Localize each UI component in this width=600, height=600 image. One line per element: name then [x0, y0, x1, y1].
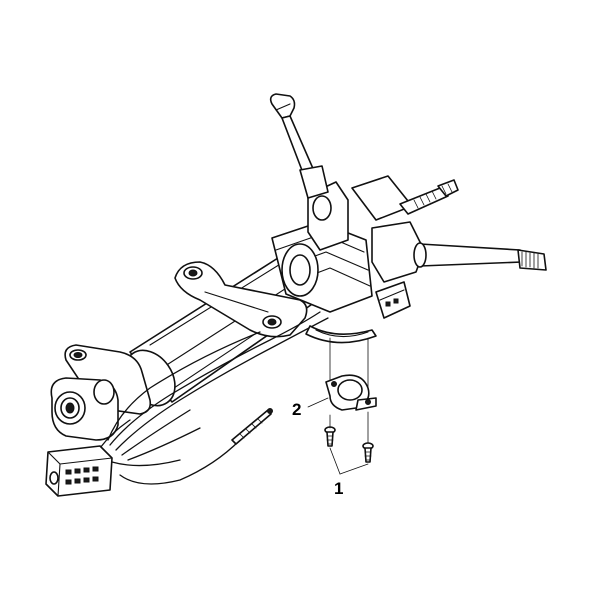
- upper-mounting-bracket: [174, 261, 308, 338]
- column-switch-housing: [271, 181, 373, 313]
- screws-item-1: [324, 411, 374, 463]
- callout-leaders: [307, 397, 369, 475]
- turn-signal-stalk-upper: [351, 175, 459, 221]
- wiper-switch-stalk: [269, 93, 329, 199]
- mounting-bracket-item-2: [325, 374, 377, 411]
- headlamp-switch-stalk: [371, 221, 547, 283]
- switch-connector: [375, 281, 411, 319]
- callout-1-label: 1: [334, 479, 343, 498]
- electrical-connector: [45, 445, 113, 497]
- callout-2-label: 2: [292, 400, 301, 419]
- wiring-harness: [99, 311, 329, 485]
- clock-spring-clip: [305, 325, 377, 344]
- lead-wire-probe: [231, 408, 273, 445]
- ignition-lock-housing: [50, 377, 119, 441]
